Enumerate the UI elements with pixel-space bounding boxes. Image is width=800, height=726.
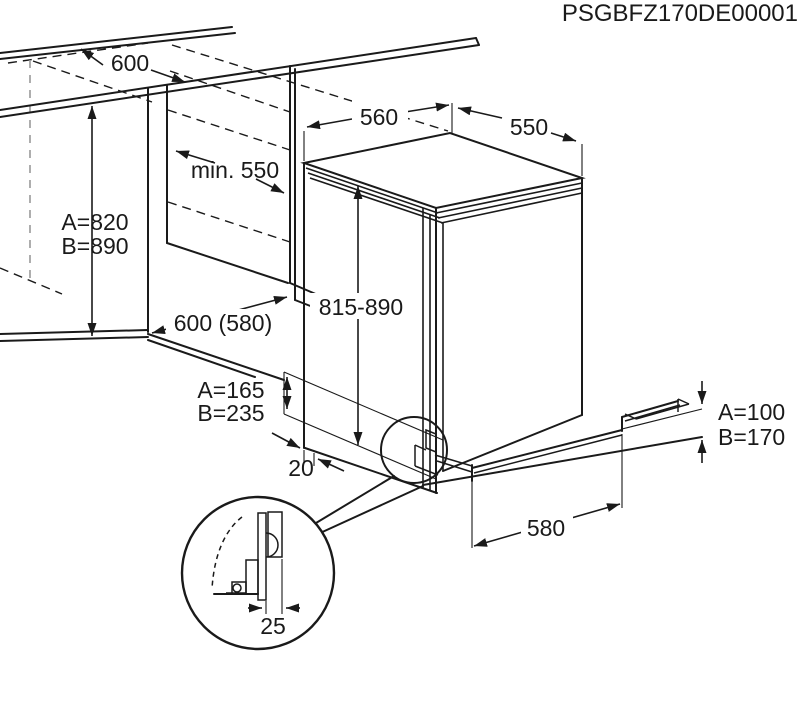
detail-callout [180, 416, 448, 651]
dim-plinth-cutout-width: 580 [527, 515, 565, 541]
dim-appliance-depth: 550 [510, 114, 548, 140]
detail-leader-line [315, 475, 395, 524]
dim-niche-height-a: A=820 [61, 209, 128, 235]
dim-plinth-recess-a: A=165 [197, 377, 264, 403]
dim-niche-height-b: B=890 [61, 233, 128, 259]
dim-plinth-height-a: A=100 [718, 399, 785, 425]
dim-worktop-depth: 600 [111, 50, 149, 76]
dim-plinth-height-b: B=170 [718, 424, 785, 450]
dim-niche-width: 600 (580) [174, 310, 272, 336]
furniture-panel-section [267, 511, 283, 558]
label-backgrounds [166, 100, 573, 543]
detail-view-content [211, 511, 300, 614]
dimension-labels: PSGBFZ170DE00001 600 min. 550 A=820 B=89… [61, 0, 798, 639]
dim-detail-clearance: 25 [260, 613, 286, 639]
dim-appliance-height: 815-890 [319, 294, 403, 320]
dim-niche-depth: min. 550 [191, 157, 279, 183]
dim-door-plinth-gap: 20 [288, 455, 314, 481]
detail-marker-circle [380, 416, 448, 484]
dim-appliance-width: 560 [360, 104, 398, 130]
hinge-arc [265, 532, 279, 558]
worktop [0, 26, 480, 118]
part-number: PSGBFZ170DE00001 [562, 0, 798, 27]
dim-plinth-recess-b: B=235 [197, 400, 264, 426]
plinth [283, 371, 703, 535]
appliance [300, 131, 586, 494]
mounting-bracket [425, 428, 437, 454]
